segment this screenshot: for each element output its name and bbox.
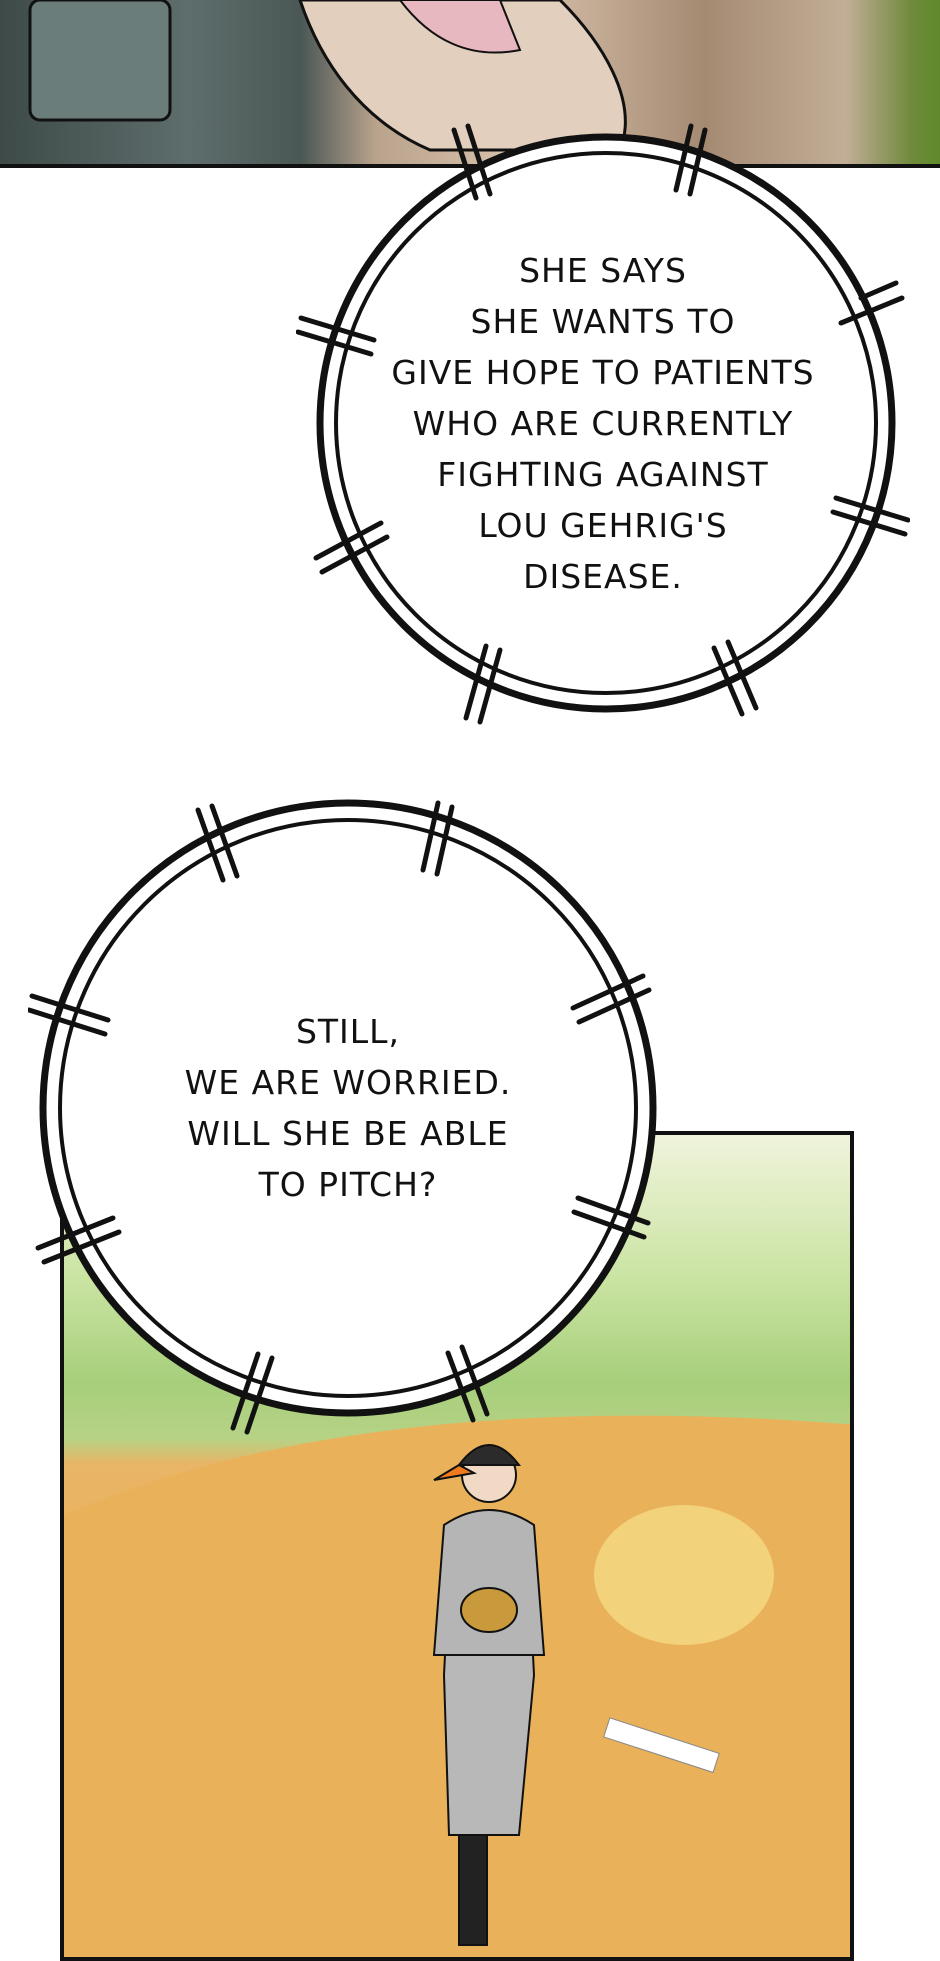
bubble-2-text: STILL, WE ARE WORRIED. WILL SHE BE ABLE … [28, 798, 668, 1418]
bubble-1-line: FIGHTING AGAINST [437, 454, 769, 494]
bubble-1-line: SHE WANTS TO [470, 301, 736, 341]
bubble-1-text: SHE SAYS SHE WANTS TO GIVE HOPE TO PATIE… [296, 118, 910, 728]
top-panel-artwork [28, 0, 627, 152]
bubble-1-line: DISEASE. [523, 556, 683, 596]
speech-bubble-1: SHE SAYS SHE WANTS TO GIVE HOPE TO PATIE… [295, 118, 911, 728]
bubble-1-outline [295, 123, 911, 725]
bubble-2-outline [26, 799, 657, 1435]
bubble-2-line: STILL, [295, 1012, 401, 1051]
bubble-2-line: TO PITCH? [258, 1165, 438, 1204]
bubble-1-line: SHE SAYS [519, 250, 687, 290]
bubble-1-line: LOU GEHRIG'S [478, 505, 728, 545]
bubble-1-line: GIVE HOPE TO PATIENTS [391, 352, 815, 392]
bubble-2-line: WILL SHE BE ABLE [187, 1114, 509, 1153]
bubble-1-line: WHO ARE CURRENTLY [412, 403, 794, 443]
speech-bubble-2: STILL, WE ARE WORRIED. WILL SHE BE ABLE … [26, 798, 668, 1438]
pitcher-artwork [64, 1415, 850, 1957]
bubble-2-line: WE ARE WORRIED. [184, 1063, 512, 1102]
